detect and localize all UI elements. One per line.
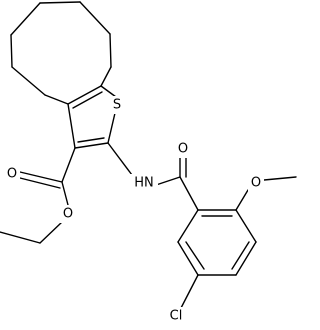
bond-ester-carbonyl-o	[19, 171, 63, 183]
chlorine-label-bg	[164, 307, 188, 325]
bond-ester-c3-carbonyl	[61, 147, 76, 183]
bond-aryl-methoxy-o	[235, 189, 249, 211]
bond-benzene-3-4	[235, 241, 257, 276]
atom-labels: S HN O O O O Cl	[4, 96, 264, 325]
bond-benzene-2-3	[235, 209, 257, 243]
molecule-structure: S HN O O O O Cl	[0, 1, 297, 325]
bond-benzene-5-6-double	[185, 241, 205, 270]
bond-ring8-4	[10, 2, 41, 36]
amide-oxygen-label-bg	[175, 140, 191, 158]
bond-ester-ch2-ch3	[0, 231, 41, 244]
bond-amide-c-aryl	[179, 176, 199, 211]
bond-aryl-cl	[180, 274, 199, 309]
ester-carbonyl-oxygen-label: O	[7, 167, 17, 182]
bond-thiophene-fused	[67, 85, 102, 105]
bond-benzene-3-4-double	[231, 241, 250, 270]
bond-methoxy-o-ch3	[263, 176, 297, 181]
bond-thiophene-nh	[107, 142, 133, 176]
sulfur-label-bg	[109, 96, 125, 114]
bond-thiophene-c2-c3-double	[77, 137, 105, 143]
bond-ring8-5	[39, 1, 81, 4]
bond-ester-carbonyl-o-double	[19, 177, 61, 189]
bond-ring8-6	[79, 1, 111, 35]
ester-ether-oxygen-label: O	[63, 207, 73, 222]
chlorine-atom-label: Cl	[170, 309, 183, 324]
bond-ring8-3	[10, 34, 13, 68]
methoxy-oxygen-label-bg	[248, 174, 264, 192]
bond-ester-c-oether	[61, 181, 69, 206]
bond-thiophene-fused-double	[72, 91, 103, 109]
bond-ring8-2	[11, 66, 46, 96]
amide-nitrogen-label-bg	[130, 174, 158, 192]
bond-ester-oether-ch2	[39, 221, 63, 244]
methoxy-oxygen-label: O	[251, 176, 261, 191]
bond-thiophene-s-c	[107, 112, 116, 144]
ester-ether-oxygen-label-bg	[60, 205, 76, 223]
bonds	[0, 1, 297, 309]
bond-benzene-6-1	[177, 209, 199, 243]
bond-thiophene-c2-c3	[74, 142, 109, 149]
bond-benzene-5-6	[177, 241, 199, 276]
ester-carbonyl-oxygen-label-bg	[4, 165, 20, 183]
amide-oxygen-label: O	[178, 142, 188, 157]
sulfur-atom-label: S	[113, 98, 121, 113]
bond-ring8-8	[100, 66, 112, 87]
bond-nh-carbonyl	[155, 176, 181, 186]
bond-ring8-7	[109, 33, 112, 68]
amide-nitrogen-label: HN	[134, 176, 154, 191]
bond-ring8-1	[44, 94, 69, 105]
bond-thiophene-c-s	[100, 85, 117, 98]
bond-thiophene-c3-c3a	[67, 103, 76, 149]
